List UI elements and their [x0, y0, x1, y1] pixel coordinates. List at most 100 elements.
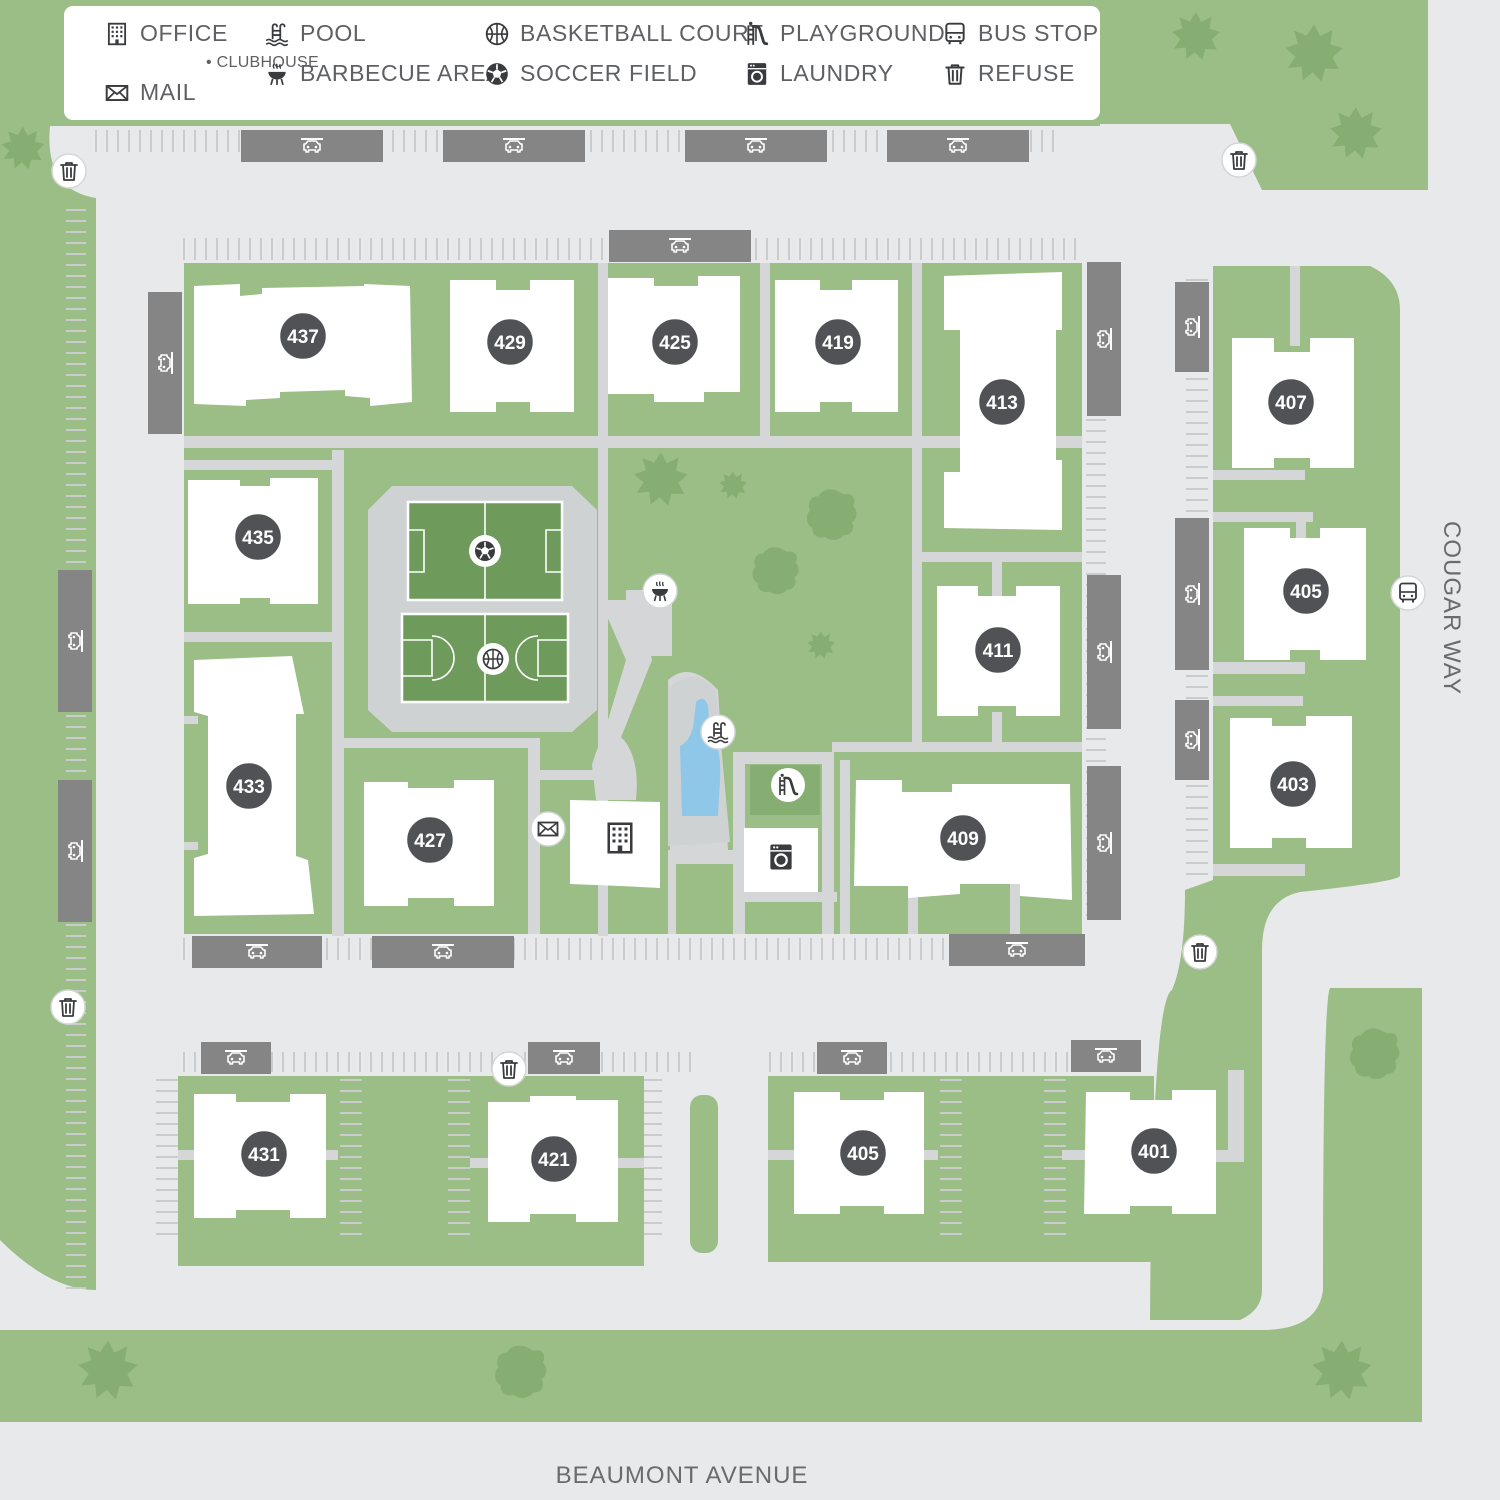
building-badge: 413 — [976, 376, 1028, 428]
carport — [1087, 575, 1121, 729]
building-badge: 421 — [528, 1133, 580, 1185]
building-badge: 429 — [484, 316, 536, 368]
carport — [58, 570, 92, 712]
carport — [1071, 1040, 1141, 1072]
refuse-marker — [51, 153, 87, 189]
legend-office-sub: • CLUBHOUSE — [206, 54, 319, 71]
refuse-marker — [50, 989, 86, 1025]
carport — [887, 130, 1029, 162]
laundry-marker — [769, 843, 793, 871]
washer-icon — [744, 61, 770, 87]
grill-icon — [264, 61, 290, 87]
building-badge: 403 — [1267, 758, 1319, 810]
carport — [817, 1042, 887, 1074]
legend-item-mail: MAIL — [104, 79, 196, 106]
legend-item-bus: BUS STOP — [942, 20, 1099, 47]
building-number: 419 — [822, 333, 854, 354]
building-number: 405 — [847, 1144, 879, 1165]
building-number: 437 — [287, 327, 319, 348]
carport — [1087, 766, 1121, 920]
building-office — [570, 800, 660, 888]
building-badge: 401 — [1128, 1125, 1180, 1177]
envelope-icon — [104, 80, 130, 106]
refuse-marker — [1221, 142, 1257, 178]
carport — [685, 130, 827, 162]
building-badge: 405 — [837, 1127, 889, 1179]
legend-item-basketball: BASKETBALL COURT — [484, 20, 764, 47]
playground-marker — [771, 768, 805, 802]
bus-stop-marker — [1390, 575, 1426, 611]
pool-ladder-icon — [264, 21, 290, 47]
building-badge: 435 — [232, 511, 284, 563]
building-badge: 407 — [1265, 376, 1317, 428]
building-number: 435 — [242, 528, 274, 549]
building-badge: 409 — [937, 812, 989, 864]
building-number: 427 — [414, 831, 446, 852]
building-number-badges: 437 429 425 419 413 407 435 405 411 433 427 409 403 4… — [223, 310, 1332, 1185]
sports-complex — [368, 486, 597, 732]
legend-item-refuse: REFUSE — [942, 60, 1075, 87]
building-number: 433 — [233, 777, 265, 798]
carport — [1175, 700, 1209, 780]
street-label-south: BEAUMONT AVENUE — [556, 1462, 809, 1489]
refuse-markers — [50, 142, 1257, 1087]
carport — [1087, 262, 1121, 416]
carport — [241, 130, 383, 162]
building-badge: 431 — [238, 1128, 290, 1180]
carport — [201, 1042, 271, 1074]
walkways — [178, 263, 1313, 1168]
basketball-court — [400, 612, 570, 704]
building-number: 429 — [494, 333, 526, 354]
legend-item-pool: POOL — [264, 20, 366, 47]
carport — [1175, 518, 1209, 670]
carport — [528, 1042, 600, 1074]
carport — [148, 292, 182, 434]
building-number: 411 — [983, 641, 1014, 662]
building-badge: 425 — [649, 316, 701, 368]
mail-marker — [530, 811, 566, 847]
legend-item-laundry: LAUNDRY — [744, 60, 894, 87]
carport — [372, 936, 514, 968]
bus-icon — [942, 21, 968, 47]
building-badge: 437 — [277, 310, 329, 362]
legend-item-soccer: SOCCER FIELD — [484, 60, 697, 87]
trash-can-icon — [942, 61, 968, 87]
legend-item-office: OFFICE — [104, 20, 228, 47]
carport — [443, 130, 585, 162]
legend-panel: OFFICE • CLUBHOUSE POOL BASKETBALL COURT… — [64, 6, 1100, 120]
carport — [192, 936, 322, 968]
building-number: 401 — [1138, 1142, 1170, 1163]
basketball-icon — [484, 21, 510, 47]
carport — [58, 780, 92, 922]
carport — [949, 934, 1085, 966]
street-label-east: COUGAR WAY — [1438, 521, 1465, 695]
slide-icon — [744, 21, 770, 47]
legend-item-bbq: BARBECUE AREA — [264, 60, 502, 87]
basketball-marker — [477, 643, 509, 675]
soccer-marker — [469, 535, 501, 567]
carport — [1175, 282, 1209, 372]
carport — [609, 230, 751, 262]
building-number: 407 — [1275, 393, 1307, 414]
building-number: 403 — [1277, 775, 1309, 796]
building-badge: 427 — [404, 814, 456, 866]
pool-marker — [700, 714, 736, 750]
soccer-ball-icon — [484, 61, 510, 87]
building-number: 431 — [248, 1145, 280, 1166]
building-number: 421 — [538, 1150, 570, 1171]
building-badge: 419 — [812, 316, 864, 368]
office-building-icon — [104, 21, 130, 47]
building-badge: 405 — [1280, 565, 1332, 617]
building-badge: 433 — [223, 760, 275, 812]
building-number: 405 — [1290, 582, 1322, 603]
building-number: 409 — [947, 829, 979, 850]
building-badge: 411 — [972, 624, 1024, 676]
bbq-marker — [642, 573, 678, 609]
building-number: 413 — [986, 393, 1018, 414]
refuse-marker — [1182, 934, 1218, 970]
legend-item-playground: PLAYGROUND — [744, 20, 945, 47]
refuse-marker — [491, 1051, 527, 1087]
carports — [58, 130, 1209, 1074]
building-number: 425 — [659, 333, 691, 354]
